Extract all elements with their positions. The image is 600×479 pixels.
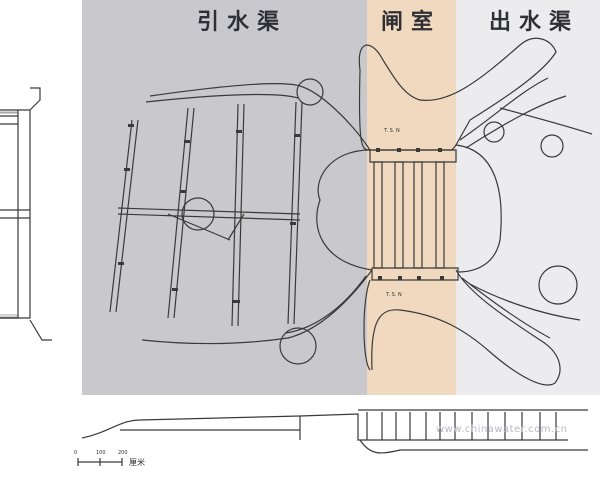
scale-tick-100: 100 [96, 450, 106, 456]
intake-silt-outline [316, 149, 373, 271]
longitudinal-section [81, 409, 588, 454]
gate-chamber-structure [358, 69, 459, 371]
scale-unit-label: 厘米 [129, 458, 145, 467]
scale-tick-0: 0 [74, 450, 78, 456]
outlet-wall-outline [358, 37, 561, 386]
outlet-pile-circle-upper-right [540, 134, 564, 158]
left-section-drawing [0, 87, 52, 341]
gate-chamber-label: 闸室 [381, 9, 442, 35]
outlet-pile-circle-upper-left [483, 121, 505, 143]
intake-pile-circle-upper [296, 78, 324, 106]
scale-bar [77, 458, 123, 466]
intake-wing-walls [141, 83, 373, 345]
intake-stake-marks [118, 124, 300, 303]
outlet-region-highlight [456, 0, 600, 395]
intake-timber-frames [109, 101, 303, 327]
outlet-wing-walls [459, 77, 593, 339]
scale-tick-200: 200 [118, 450, 128, 456]
left-section-hatching [0, 111, 18, 318]
intake-canal-label: 引水渠 [197, 9, 288, 35]
outlet-canal-label: 出水渠 [489, 9, 580, 35]
intake-pile-circle-center [181, 197, 215, 231]
outlet-pile-circle-lower [538, 265, 578, 305]
watermark-text: www.chinawater.com.cn [436, 424, 568, 435]
intake-pile-circle-lower [279, 327, 317, 365]
gate-note-upper: T. S. N [383, 128, 400, 134]
gate-note-lower: T. S. N [385, 292, 402, 298]
gate-posts [376, 148, 444, 280]
